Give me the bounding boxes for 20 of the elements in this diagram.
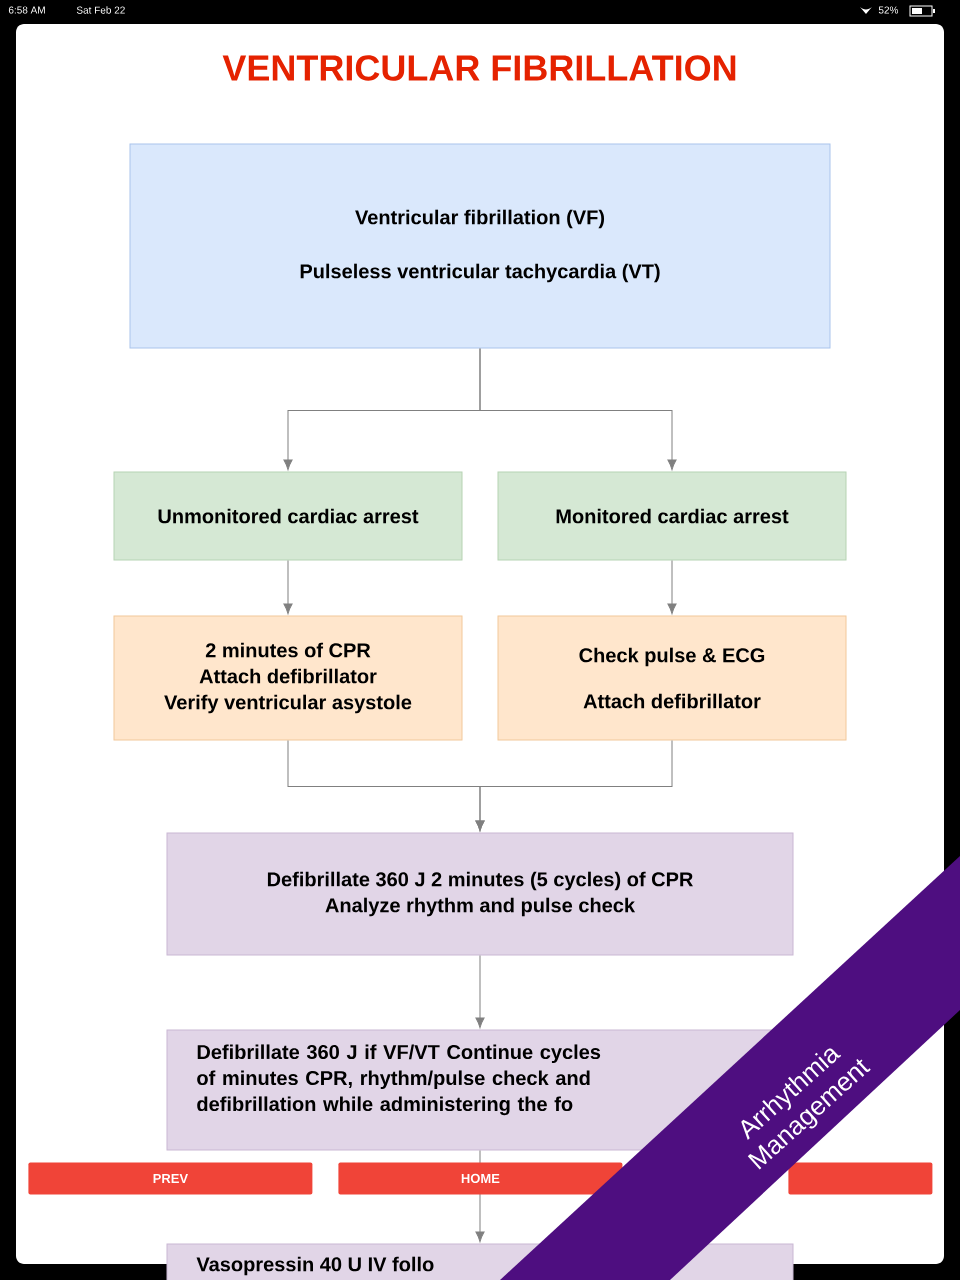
box-text: Defibrillate 360 J 2 minutes (5 cycles) of CPR Analyze rhythm and pulse check xyxy=(267,871,693,917)
arrow xyxy=(475,740,673,832)
box-text: 2 minutes of CPR Attach defibrillator Verify ventricular asystole xyxy=(164,642,412,714)
process-box xyxy=(166,832,794,956)
arrow xyxy=(283,560,293,615)
box-text: Vasopressin 40 U IV follo xyxy=(196,1256,434,1276)
box-text: Check pulse & ECG Attach defibrillator xyxy=(579,647,765,709)
arrow xyxy=(667,560,677,615)
process-box xyxy=(497,471,847,561)
box-text: Defibrillate 360 J if VF/VT Continue cycles of minutes CPR, rhythm/pulse check and defibrillation while administering the fo xyxy=(197,1044,601,1116)
box-text: Monitored cardiac arrest xyxy=(556,508,789,524)
box-text: Unmonitored cardiac arrest xyxy=(158,508,419,524)
arrow xyxy=(479,348,677,471)
process-box xyxy=(497,615,847,741)
arrow xyxy=(475,955,485,1029)
box-text: Ventricular fibrillation (VF) Pulseless ventricular tachycardia (VT) xyxy=(300,209,660,283)
process-box xyxy=(113,615,463,741)
process-box xyxy=(113,471,463,561)
process-box xyxy=(129,143,831,349)
title: VENTRICULAR FIBRILLATION xyxy=(222,55,736,81)
